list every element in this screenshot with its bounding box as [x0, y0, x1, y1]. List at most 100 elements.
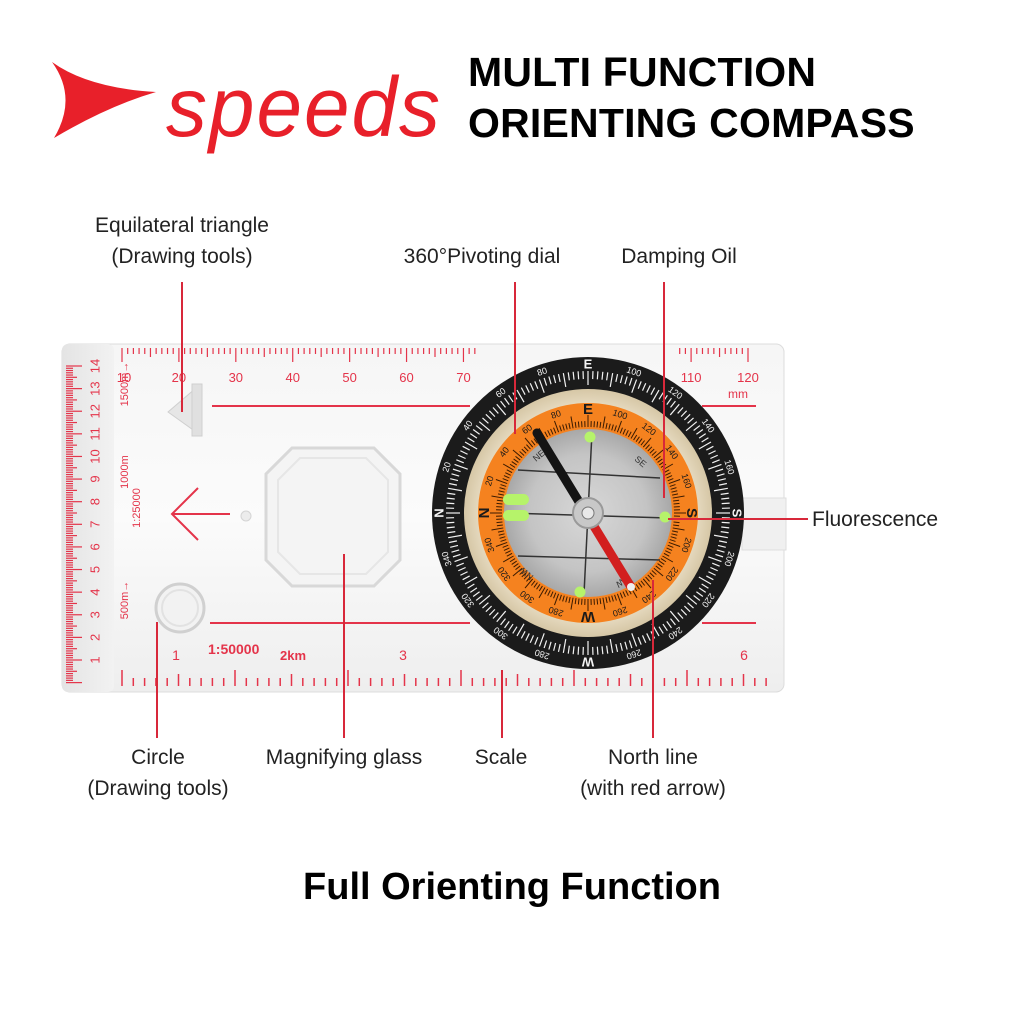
inner-ring-tick: [568, 422, 571, 429]
inner-ring-label: 280: [547, 604, 564, 618]
scale-25000-ratio: 1:25000: [131, 488, 143, 528]
outer-bezel-tick: [680, 608, 688, 616]
inner-ring-tick: [596, 421, 599, 428]
inner-ring-tick: [553, 427, 557, 434]
inner-ring-tick: [667, 478, 674, 482]
outer-bezel-label: 280: [533, 647, 550, 661]
outer-bezel-tick: [718, 540, 728, 544]
leader-magnifying-glass: [343, 554, 345, 738]
outer-bezel-tick: [646, 633, 651, 641]
outer-bezel-tick: [628, 377, 633, 386]
inner-ring-tick: [672, 493, 679, 496]
outer-bezel-tick: [553, 375, 557, 384]
outer-bezel-tick: [557, 643, 561, 653]
inner-ring-label: E: [583, 401, 593, 418]
outer-bezel-tick: [637, 381, 642, 389]
inner-ring-tick: [611, 595, 614, 602]
left-ruler-label: 10: [87, 449, 102, 463]
outer-bezel-tick: [447, 531, 456, 534]
left-ruler-label: 5: [87, 566, 102, 573]
inner-ring-tick: [577, 598, 580, 605]
outer-bezel-label: W: [581, 655, 594, 670]
inner-ring-tick: [638, 438, 643, 444]
brand-wordmark: speeds: [166, 60, 442, 154]
inner-ring-tick: [619, 592, 623, 599]
outer-bezel-tick: [520, 387, 526, 395]
outer-bezel-tick: [572, 646, 575, 655]
bottom-label-6: 6: [740, 647, 748, 663]
inner-ring-tick: [672, 527, 685, 531]
inner-ring-tick: [533, 438, 538, 444]
outer-bezel-tick: [658, 392, 664, 400]
outer-bezel-tick: [701, 437, 709, 443]
scale-25000-500m: 500m→: [119, 581, 131, 620]
leader-equilateral-triangle: [181, 282, 183, 412]
outer-bezel-tick: [460, 450, 468, 455]
inner-ring-tick: [633, 434, 638, 441]
page-title-line-2: ORIENTING COMPASS: [468, 100, 915, 146]
inner-ring-tick: [509, 558, 516, 563]
inner-ring-tick: [666, 547, 673, 551]
inner-ring-tick: [673, 524, 680, 527]
outer-bezel-tick: [683, 413, 691, 421]
inner-ring-label: W: [580, 608, 595, 625]
outer-bezel-tick: [669, 610, 680, 623]
outer-bezel-tick: [712, 459, 720, 464]
direction-of-travel-arrow-icon: [170, 487, 230, 541]
outer-bezel-tick: [708, 571, 716, 576]
outer-bezel-tick: [658, 626, 664, 634]
inner-ring-tick: [602, 597, 606, 610]
outer-bezel-tick: [504, 621, 510, 629]
outer-bezel-tick: [492, 407, 499, 414]
inner-ring-tick: [673, 502, 680, 505]
outer-bezel-tick: [543, 640, 548, 649]
outer-bezel-tick: [464, 441, 478, 450]
inner-ring-tick: [538, 587, 546, 599]
inner-ring-tick: [640, 580, 646, 586]
callout-scale: Scale: [460, 742, 542, 773]
fluorescent-markers: [503, 431, 671, 598]
inner-ring-tick: [625, 430, 629, 436]
outer-bezel-tick: [548, 376, 552, 385]
outer-bezel-tick: [467, 583, 475, 589]
outer-bezel-tick: [713, 534, 728, 539]
outer-bezel-tick: [687, 602, 694, 609]
inner-ring-tick: [605, 422, 608, 429]
outer-bezel-tick: [472, 591, 480, 597]
outer-bezel-tick: [485, 413, 493, 421]
inner-ring-tick: [599, 421, 602, 428]
outer-bezel-tick: [624, 641, 628, 650]
left-ruler-label: 7: [87, 521, 102, 528]
inner-ring-tick: [512, 567, 523, 577]
inner-ring-tick: [536, 584, 541, 590]
outer-bezel-tick: [693, 595, 701, 601]
callout-equilateral-triangle-line1: Equilateral triangle: [95, 214, 269, 237]
outer-bezel-tick: [577, 646, 580, 655]
inner-ring-label: 80: [550, 408, 563, 421]
outer-bezel-label: 80: [536, 365, 549, 378]
callout-fluorescence-line1: Fluorescence: [812, 508, 939, 531]
pivot-hole: [240, 510, 252, 522]
inner-ring-tick: [645, 444, 650, 450]
inner-ring-tick: [505, 550, 511, 554]
inner-ring-tick: [616, 420, 622, 433]
inner-ring-tick: [635, 584, 640, 590]
inner-ring-tick: [649, 572, 655, 578]
inner-ring-tick: [657, 563, 663, 568]
outer-bezel-tick: [666, 397, 672, 405]
outer-bezel-tick: [706, 575, 714, 581]
top-ruler-label: 40: [285, 370, 299, 385]
left-ruler-label: 14: [87, 359, 102, 373]
inner-ring-tick: [619, 427, 623, 434]
outer-bezel-tick: [721, 521, 730, 524]
outer-bezel-tick: [637, 637, 642, 645]
outer-bezel-tick: [475, 595, 483, 601]
inner-ring-label: 100: [611, 407, 628, 421]
inner-ring-tick: [625, 590, 629, 596]
outer-bezel-tick: [717, 478, 726, 482]
outer-bezel-tick: [469, 433, 478, 439]
inner-ring-tick: [622, 591, 626, 598]
inner-ring-tick: [645, 576, 650, 582]
outer-bezel-tick: [708, 450, 716, 455]
